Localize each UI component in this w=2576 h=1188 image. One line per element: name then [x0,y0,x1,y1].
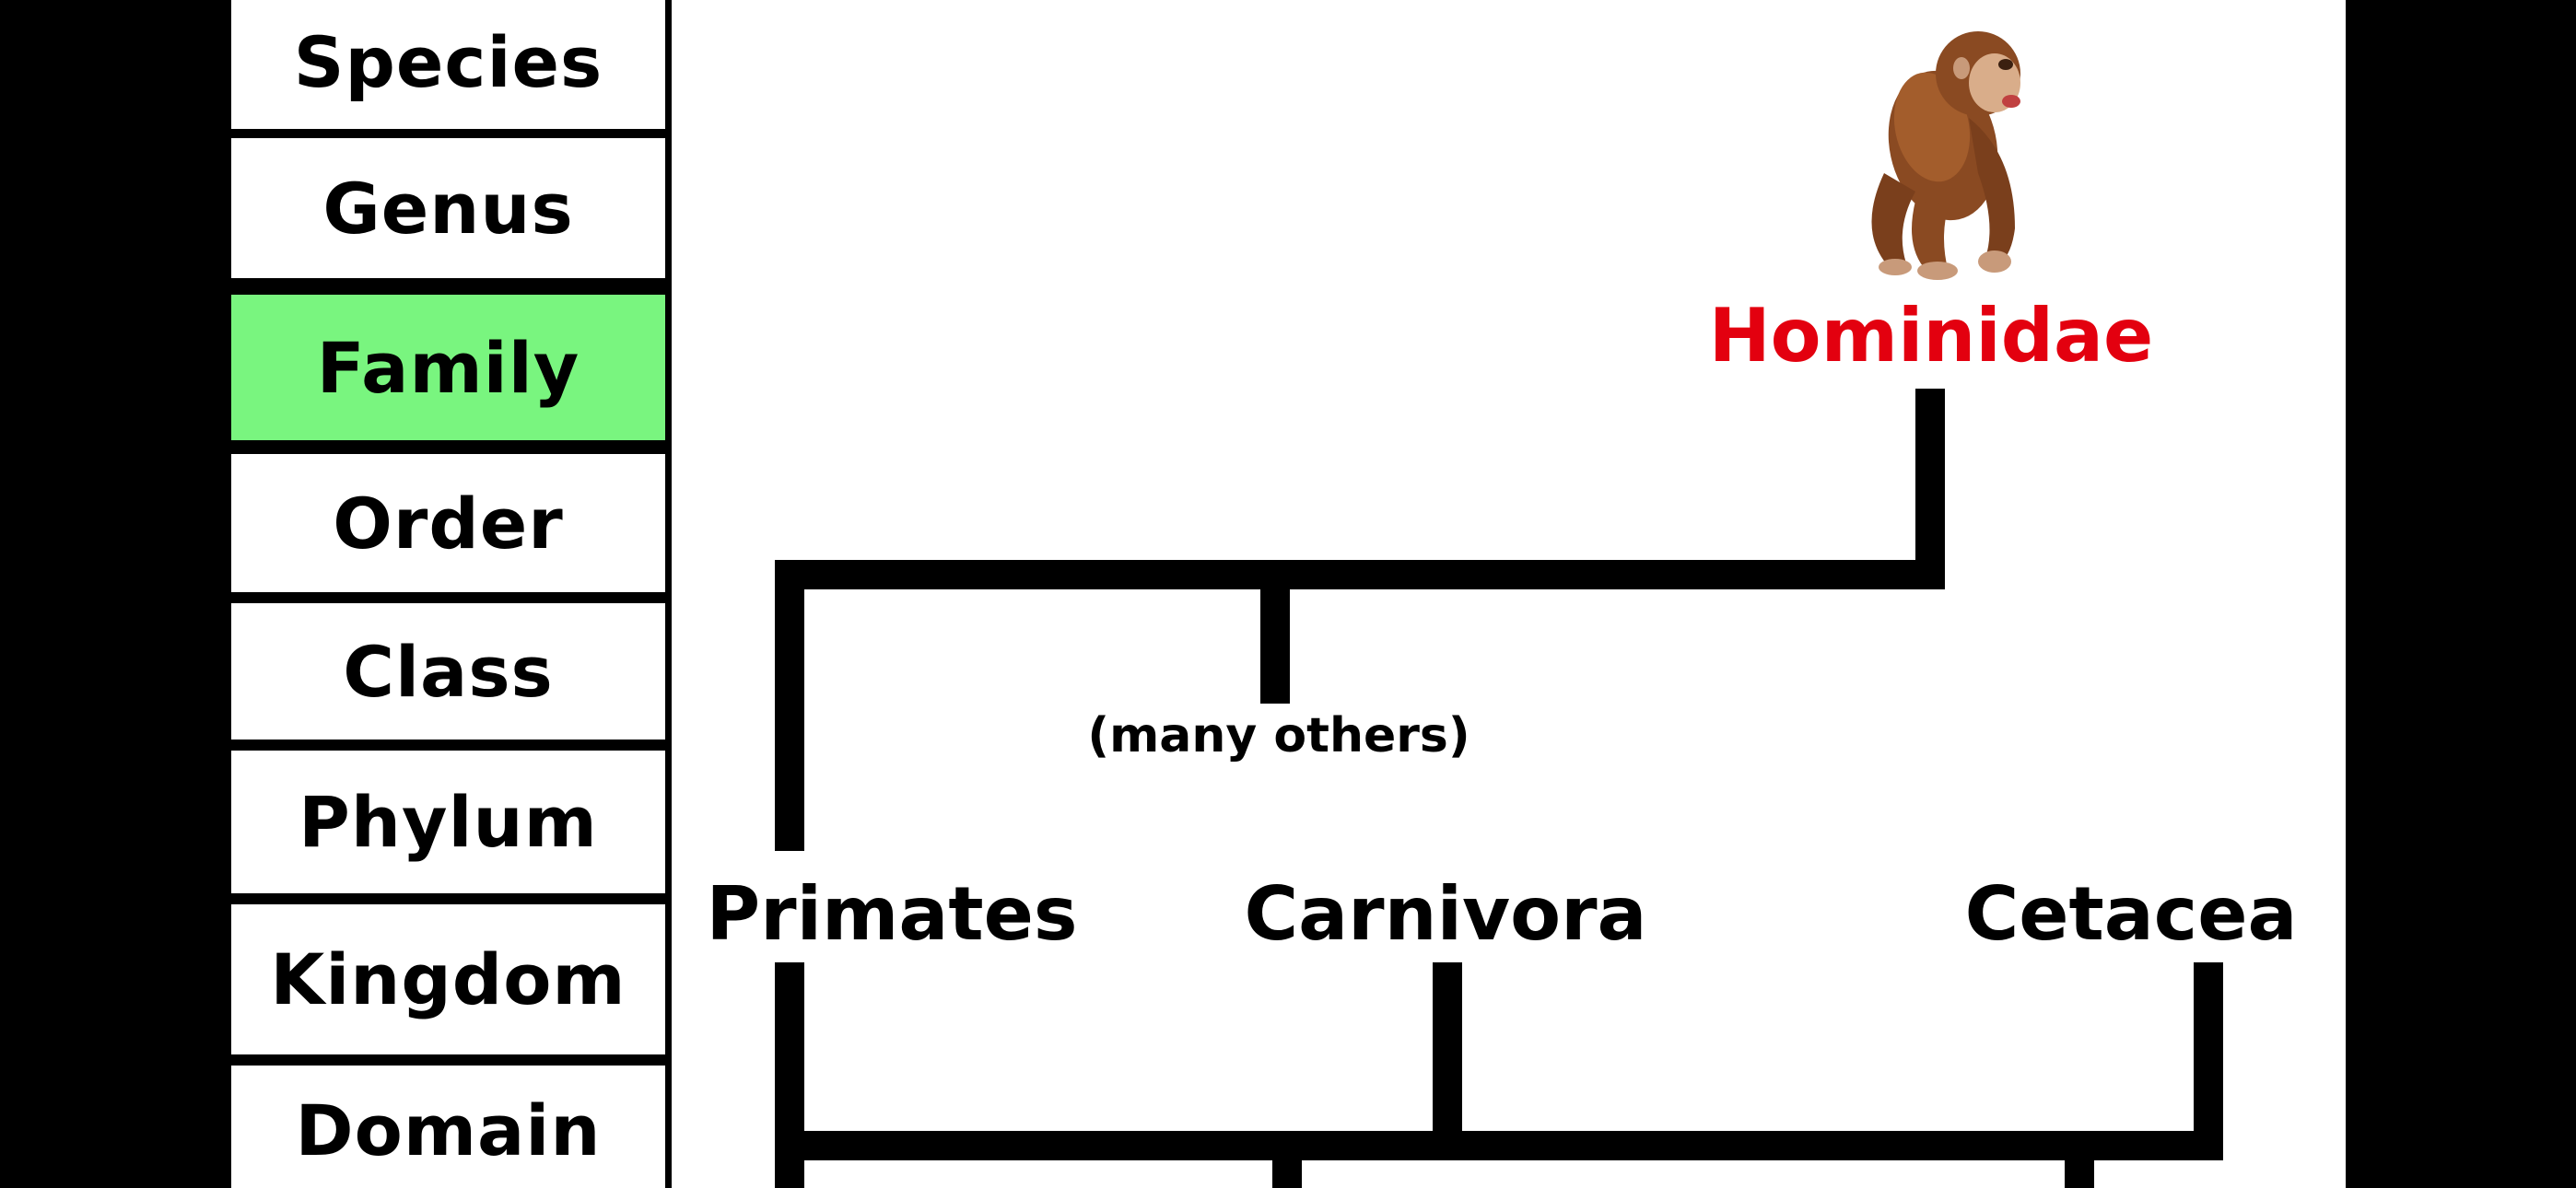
rank-label: Species [293,20,603,103]
rank-genus: Genus [231,138,665,278]
order-label-cetacea: Cetacea [1964,871,2298,957]
carnivora-stem [1433,962,1462,1147]
rank-species: Species [231,0,665,129]
family-crossbar [775,560,1945,589]
rank-label: Kingdom [270,938,626,1020]
rank-class: Class [231,603,665,740]
rank-phylum: Phylum [231,751,665,893]
rank-kingdom: Kingdom [231,904,665,1054]
rank-label: Order [333,482,564,565]
rank-order: Order [231,454,665,592]
rank-label: Phylum [299,781,598,863]
class-connector-right [2065,1146,2094,1188]
order-label-primates: Primates [706,871,1078,957]
rank-label: Class [343,630,554,713]
chimpanzee-illustration [1871,31,2020,280]
class-connector-left [1272,1146,1302,1188]
cetacea-stem [2194,962,2223,1147]
rank-label: Genus [322,167,574,250]
diagram-frame: Species Genus Family Order Class Phylum … [231,0,2346,1188]
primates-connector [775,560,804,851]
family-label: Hominidae [1708,293,2154,379]
rank-label: Family [316,326,580,409]
others-connector [1260,582,1290,704]
many-others-label: (many others) [1087,708,1470,763]
class-crossbar [775,1131,2223,1160]
rank-label: Domain [295,1089,602,1171]
rank-ladder: Species Genus Family Order Class Phylum … [231,0,672,1188]
family-stem [1915,389,1945,589]
rank-domain: Domain [231,1066,665,1188]
rank-family: Family [231,295,665,440]
order-label-carnivora: Carnivora [1244,871,1647,957]
